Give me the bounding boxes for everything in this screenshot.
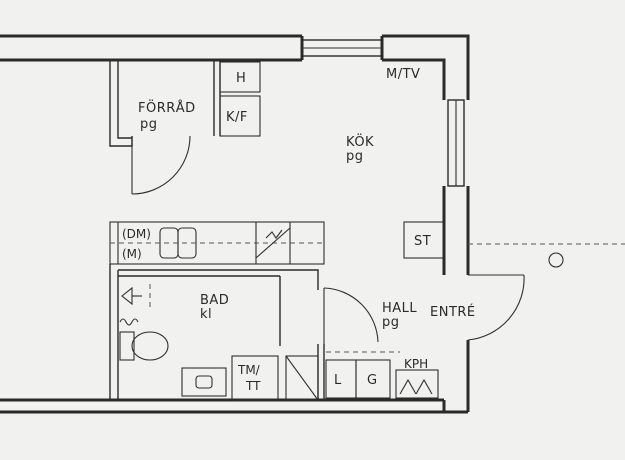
hall-closets [285, 351, 439, 401]
storage-door[interactable] [131, 135, 191, 195]
window-top [301, 39, 383, 57]
bathroom-door[interactable] [323, 287, 379, 344]
hall-floor: pg [382, 315, 400, 330]
toilet-icon [119, 331, 169, 361]
stove [403, 221, 445, 259]
radiator-icon [119, 318, 139, 326]
terrace-outline [468, 243, 625, 268]
microwave-label: (M) [122, 247, 142, 261]
closet-g-label: G [367, 373, 378, 388]
shelf-label: H [236, 71, 246, 86]
stove-label: ST [414, 234, 431, 249]
cabinet-label: KPH [404, 357, 428, 371]
washer-dryer-label-top: TM/ [237, 363, 261, 377]
washer-dryer [231, 355, 279, 401]
bath-name: BAD [200, 293, 229, 308]
entrance-door[interactable] [467, 274, 525, 341]
storage-floor: pg [140, 117, 158, 132]
kitchen-floor: pg [346, 149, 364, 164]
window-right [447, 99, 465, 187]
washer-dryer-label-bottom: TT [245, 379, 261, 393]
bath-floor: kl [200, 307, 212, 322]
kitchen-name: KÖK [346, 133, 374, 150]
entry-name: ENTRÉ [430, 304, 476, 320]
bathroom-walls [109, 264, 325, 400]
tv-label: M/TV [386, 67, 420, 82]
closet-l-label: L [334, 373, 342, 388]
kitchen-counter [109, 221, 325, 265]
storage-name: FÖRRÅD [138, 99, 196, 116]
sink-icon [181, 367, 227, 397]
shower-icon [121, 284, 151, 310]
hall-name: HALL [382, 301, 417, 316]
dishwasher-label: (DM) [122, 227, 151, 241]
fridge-freezer-label: K/F [226, 110, 248, 125]
